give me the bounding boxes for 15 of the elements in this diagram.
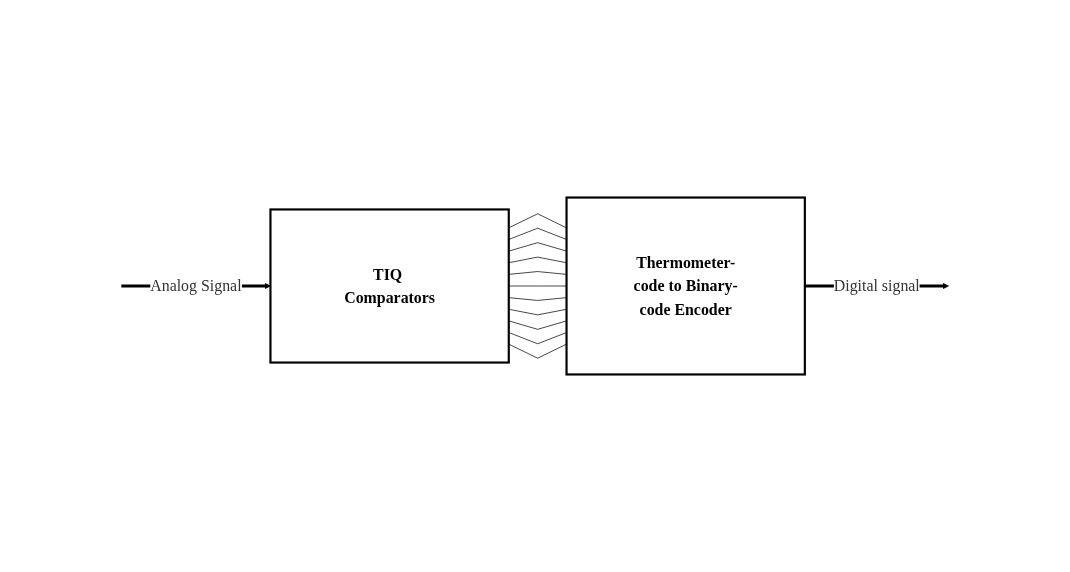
edge-label: Analog Signal <box>150 276 242 296</box>
connector <box>508 320 567 330</box>
connector <box>508 297 567 301</box>
connector <box>508 343 567 359</box>
connector <box>508 213 567 229</box>
edge-label: Digital signal <box>833 276 920 296</box>
connector <box>508 332 567 345</box>
node-box: TIQ Comparators <box>269 208 510 364</box>
connector <box>508 285 567 287</box>
connector <box>508 308 567 316</box>
connector <box>508 242 567 252</box>
node-box: Thermometer-code to Binary-code Encoder <box>565 196 806 376</box>
connector <box>508 256 567 264</box>
connector <box>508 227 567 240</box>
connector <box>508 271 567 275</box>
